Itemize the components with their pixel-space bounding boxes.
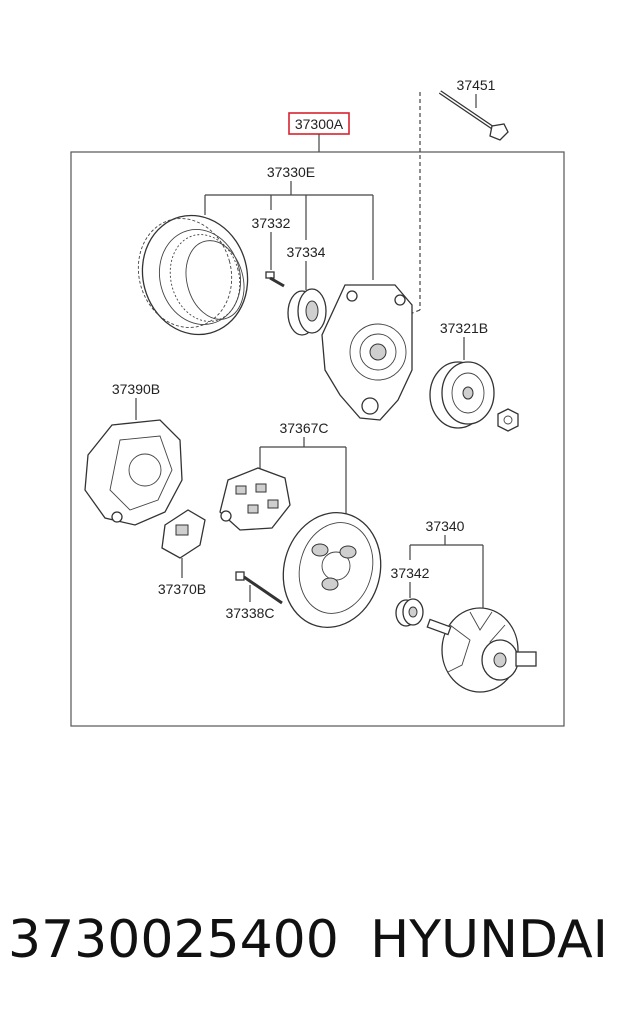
rear-cover-part [84,419,183,526]
rectifier-part [219,467,291,531]
footer: 3730025400 HYUNDAI [0,900,620,980]
bolt-part [438,90,509,141]
regulator-part [161,509,206,559]
label-regulator[interactable]: 37370B [158,581,206,597]
nut-part [497,408,519,432]
exploded-parts-diagram: 37300A 37451 37330E 37332 37334 [70,77,565,727]
stator-part [137,214,249,336]
label-front-bracket-assy[interactable]: 37330E [267,164,315,180]
label-pulley[interactable]: 37321B [440,320,488,336]
label-bearing[interactable]: 37334 [287,244,326,260]
label-through-bolt[interactable]: 37338C [225,605,274,621]
slip-bearing-part [395,598,424,627]
label-rear-cover[interactable]: 37390B [112,381,160,397]
screw-part [265,271,285,288]
label-bolt[interactable]: 37451 [457,77,496,93]
label-rotor[interactable]: 37340 [426,518,465,534]
front-bracket-part [321,284,413,421]
assembly-frame [70,151,565,727]
through-bolt-part [235,571,283,605]
rear-bracket-part [282,511,382,629]
rotor-part [426,607,537,693]
bearing-part [287,288,327,336]
label-rectifier[interactable]: 37367C [279,420,328,436]
part-number: 3730025400 [8,910,339,970]
pulley-part [429,361,495,429]
assembly-label[interactable]: 37300A [295,116,344,132]
label-slip-bearing[interactable]: 37342 [391,565,430,581]
brand-name: HYUNDAI [370,910,608,970]
label-screw[interactable]: 37332 [252,215,291,231]
